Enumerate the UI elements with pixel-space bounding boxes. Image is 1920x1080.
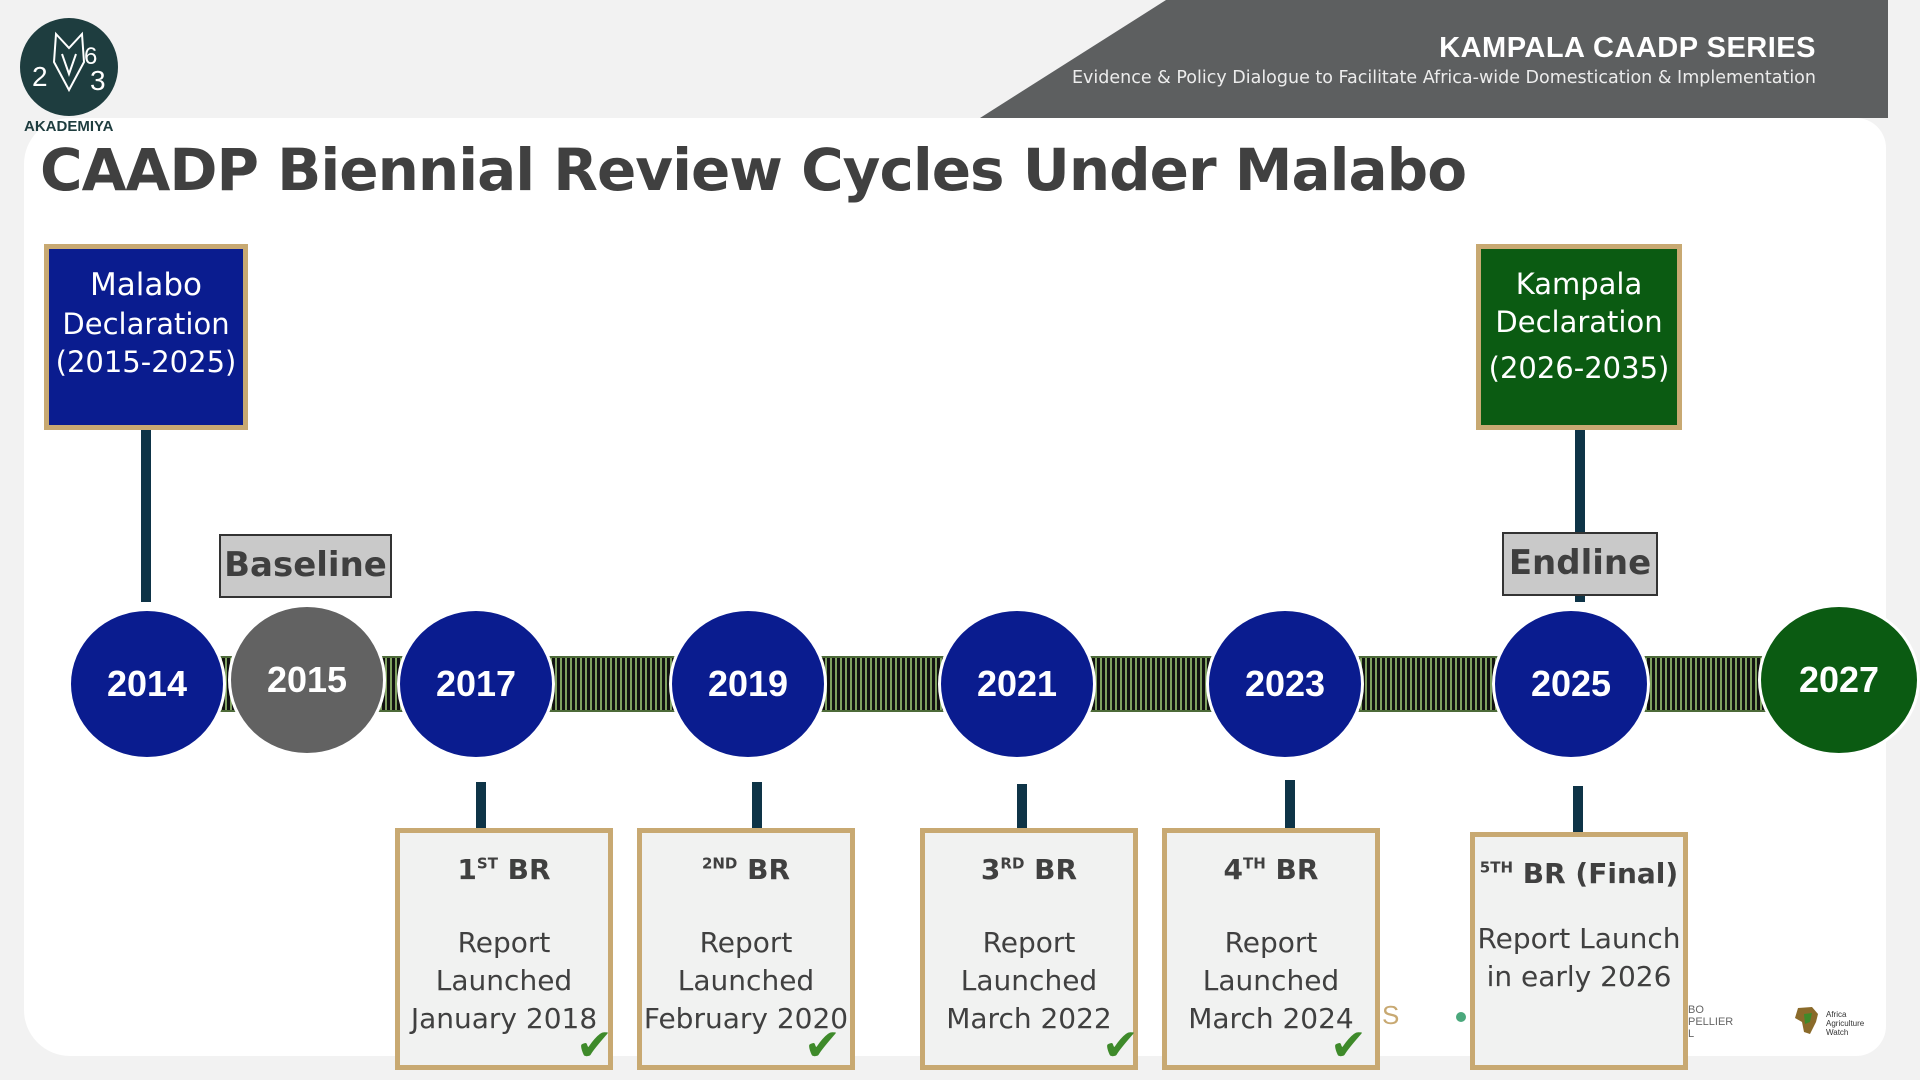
kampala-declaration-box: Kampala Declaration (2026-2035) — [1476, 244, 1682, 430]
svg-text:3: 3 — [90, 65, 106, 96]
check-icon: ✔ — [804, 1020, 841, 1071]
partner-leaf-icon — [1456, 1012, 1466, 1022]
partner-logo-1: S — [1382, 1000, 1400, 1030]
check-icon: ✔ — [576, 1020, 613, 1071]
malabo-line3: (2015-2025) — [55, 345, 237, 379]
report-heading: 2ND BR — [701, 853, 791, 886]
report-heading: 3RD BR — [980, 853, 1078, 886]
page-title: CAADP Biennial Review Cycles Under Malab… — [40, 136, 1467, 204]
partner-logo-3: Africa Agriculture Watch — [1826, 1010, 1865, 1037]
report-stem-1 — [476, 782, 486, 828]
report-heading: 5TH BR (Final) — [1479, 857, 1679, 890]
report-stem-2 — [752, 782, 762, 828]
endline-label: Endline — [1502, 532, 1658, 596]
malabo-line1: Malabo — [90, 267, 202, 303]
kampala-line1: Kampala — [1515, 267, 1643, 301]
malabo-line2: Declaration — [62, 307, 230, 341]
report-stem-4 — [1285, 780, 1295, 828]
series-subtitle: Evidence & Policy Dialogue to Facilitate… — [1071, 68, 1816, 88]
year-node-2027: 2027 — [1758, 604, 1920, 756]
report-heading: 1ST BR — [457, 853, 551, 886]
kampala-line3: (2026-2035) — [1488, 351, 1670, 385]
report-heading: 4TH BR — [1223, 853, 1319, 886]
check-icon: ✔ — [1330, 1020, 1367, 1071]
report-stem-5 — [1573, 786, 1583, 832]
kampala-stem — [1575, 430, 1585, 602]
logo-wordmark: AKADEMIYA — [24, 118, 114, 135]
baseline-label: Baseline — [219, 534, 392, 598]
malabo-stem — [141, 430, 151, 602]
year-node-2014: 2014 — [68, 608, 226, 760]
series-banner: KAMPALA CAADP SERIES Evidence & Policy D… — [980, 0, 1888, 118]
partner-logo-2: BO PELLIER L — [1688, 1004, 1734, 1040]
report-stem-3 — [1017, 784, 1027, 828]
year-node-2021: 2021 — [938, 608, 1096, 760]
svg-text:6: 6 — [84, 43, 97, 70]
year-node-2019: 2019 — [669, 608, 827, 760]
year-node-2025: 2025 — [1492, 608, 1650, 760]
year-node-2023: 2023 — [1206, 608, 1364, 760]
akademiya-logo-icon: 2 6 3 — [20, 18, 118, 116]
kampala-line2: Declaration — [1495, 305, 1663, 339]
series-title: KAMPALA CAADP SERIES — [1439, 32, 1816, 64]
check-icon: ✔ — [1102, 1020, 1139, 1071]
year-node-2015: 2015 — [228, 604, 386, 756]
year-node-2017: 2017 — [397, 608, 555, 760]
africa-map-icon — [1790, 1004, 1824, 1038]
malabo-declaration-box: Malabo Declaration (2015-2025) — [44, 244, 248, 430]
svg-text:2: 2 — [32, 61, 48, 92]
